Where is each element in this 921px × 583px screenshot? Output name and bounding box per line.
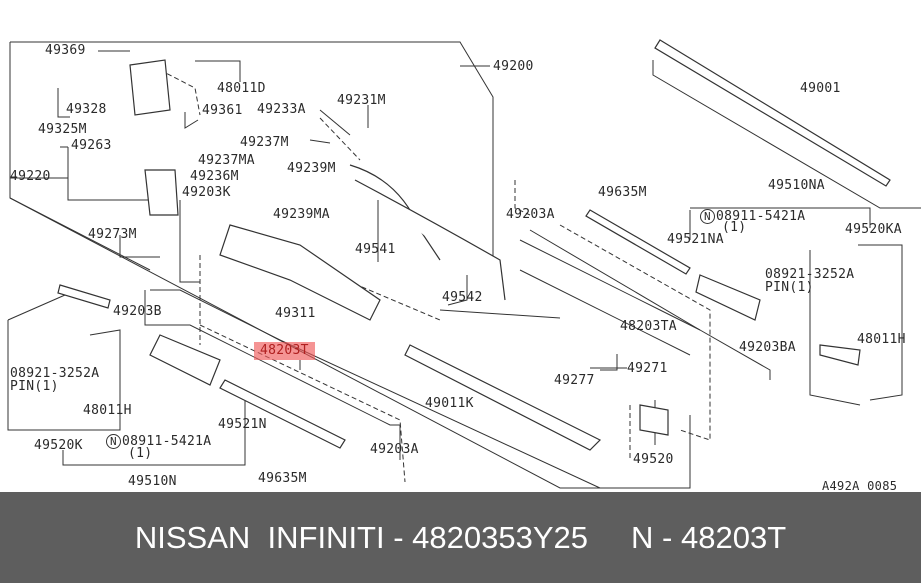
part-label[interactable]: 49239MA bbox=[273, 207, 330, 222]
part-label[interactable]: 49237MA bbox=[198, 153, 255, 168]
part-label[interactable]: 08921-3252A bbox=[765, 267, 855, 282]
quantity-label: (1) bbox=[722, 220, 747, 235]
part-caption-text: NISSAN INFINITI - 4820353Y25 N - 48203T bbox=[134, 519, 787, 555]
part-label[interactable]: 49521NA bbox=[667, 232, 724, 247]
part-label[interactable]: 49263 bbox=[71, 138, 112, 153]
part-label[interactable]: 49520KA bbox=[845, 222, 902, 237]
new-part-n-icon: N bbox=[700, 209, 715, 224]
part-label[interactable]: 49236M bbox=[190, 169, 239, 184]
part-label[interactable]: 49325M bbox=[38, 122, 87, 137]
part-label[interactable]: 48011H bbox=[857, 332, 906, 347]
part-label[interactable]: 49520 bbox=[633, 452, 674, 467]
part-label[interactable]: 49220 bbox=[10, 169, 51, 184]
part-label[interactable]: 49361 bbox=[202, 103, 243, 118]
part-label[interactable]: 49635M bbox=[598, 185, 647, 200]
highlighted-part-label[interactable]: 48203T bbox=[254, 342, 315, 360]
part-label[interactable]: 49311 bbox=[275, 306, 316, 321]
part-label[interactable]: 49273M bbox=[88, 227, 137, 242]
part-label[interactable]: 49001 bbox=[800, 81, 841, 96]
part-label[interactable]: 49203BA bbox=[739, 340, 796, 355]
part-label[interactable]: 49542 bbox=[442, 290, 483, 305]
steering-rack-diagram: 49369 48011D 49328 49361 49233A 49231M 4… bbox=[7, 39, 921, 493]
part-label[interactable]: 49239M bbox=[287, 161, 336, 176]
part-label[interactable]: 48011D bbox=[217, 81, 266, 96]
part-label[interactable]: 49271 bbox=[627, 361, 668, 376]
part-label[interactable]: 49231M bbox=[337, 93, 386, 108]
part-number: 08911-5421A bbox=[122, 434, 212, 449]
part-number: 08911-5421A bbox=[716, 209, 806, 224]
part-label[interactable]: 49541 bbox=[355, 242, 396, 257]
part-label[interactable]: 49277 bbox=[554, 373, 595, 388]
part-label[interactable]: 49520K bbox=[34, 438, 83, 453]
pin-quantity-label: PIN(1) bbox=[765, 280, 814, 295]
part-label[interactable]: 08921-3252A bbox=[10, 366, 100, 381]
new-part-n-icon: N bbox=[106, 434, 121, 449]
part-label[interactable]: 49200 bbox=[493, 59, 534, 74]
part-label[interactable]: 49203A bbox=[506, 207, 555, 222]
part-label[interactable]: 49635M bbox=[258, 471, 307, 486]
part-label[interactable]: 49328 bbox=[66, 102, 107, 117]
part-label[interactable]: 49203K bbox=[182, 185, 231, 200]
part-label[interactable]: 49237M bbox=[240, 135, 289, 150]
part-label[interactable]: 49203B bbox=[113, 304, 162, 319]
part-label[interactable]: 49203A bbox=[370, 442, 419, 457]
part-label[interactable]: 49233A bbox=[257, 102, 306, 117]
part-label[interactable]: 49510NA bbox=[768, 178, 825, 193]
part-label[interactable]: 49521N bbox=[218, 417, 267, 432]
part-label[interactable]: 49510N bbox=[128, 474, 177, 489]
part-label[interactable]: 48203TA bbox=[620, 319, 677, 334]
diagram-code: A492A 0085 bbox=[822, 479, 898, 493]
part-label[interactable]: 48011H bbox=[83, 403, 132, 418]
part-label[interactable]: 49369 bbox=[45, 43, 86, 58]
part-label[interactable]: 49011K bbox=[425, 396, 474, 411]
part-caption-bar: NISSAN INFINITI - 4820353Y25 N - 48203T bbox=[0, 492, 921, 583]
quantity-label: (1) bbox=[128, 446, 153, 461]
diagram-lines bbox=[7, 39, 921, 489]
pin-quantity-label: PIN(1) bbox=[10, 379, 59, 394]
